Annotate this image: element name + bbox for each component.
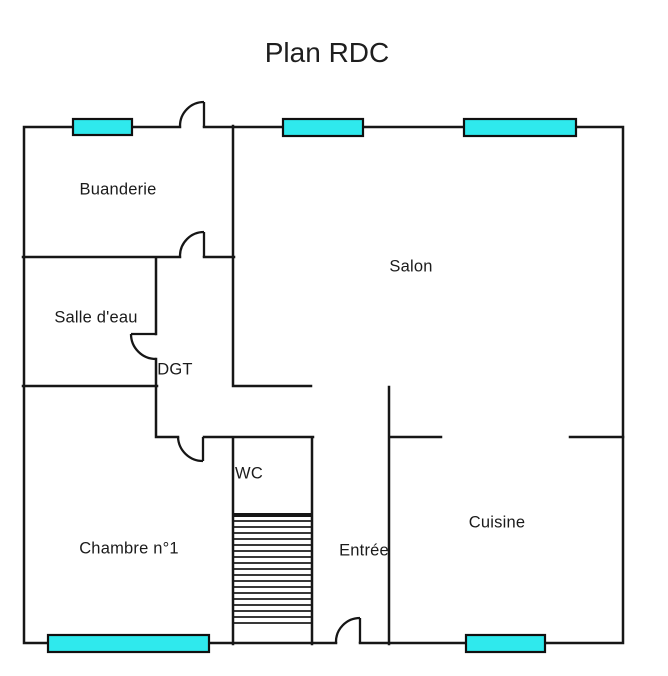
door-swing-arc [176, 436, 204, 463]
page-title: Plan RDC [264, 37, 390, 68]
room-label-entree: Entrée [339, 541, 389, 560]
door-swing-arc [178, 100, 205, 127]
staircase-treads [234, 520, 311, 624]
room-label-salon: Salon [389, 257, 433, 276]
door-chambre [176, 436, 205, 463]
windows [46, 117, 578, 654]
window-salon-right [462, 117, 578, 138]
door-swing-arc [334, 616, 361, 644]
window-cuisine [464, 633, 547, 654]
interior-walls [21, 124, 625, 646]
door-swing-arc [129, 333, 157, 361]
door-buanderie-exterior [178, 100, 206, 127]
door-salle-deau [129, 332, 157, 361]
room-label-dgt: DGT [157, 360, 193, 379]
door-swing-arc [178, 230, 205, 257]
interior-wall-lines [21, 124, 625, 646]
window-buanderie [71, 117, 134, 137]
window-salon-left [281, 117, 365, 138]
room-label-salle-deau: Salle d'eau [54, 308, 138, 327]
room-label-buanderie: Buanderie [79, 180, 157, 199]
door-buanderie-dgt [178, 230, 206, 257]
staircase [233, 513, 312, 624]
room-label-cuisine: Cuisine [468, 513, 526, 532]
room-label-wc: WC [235, 464, 263, 483]
door-entree [334, 616, 362, 644]
window-chambre [46, 633, 211, 654]
room-label-chambre-n1: Chambre n°1 [79, 539, 179, 558]
doors [129, 100, 362, 644]
